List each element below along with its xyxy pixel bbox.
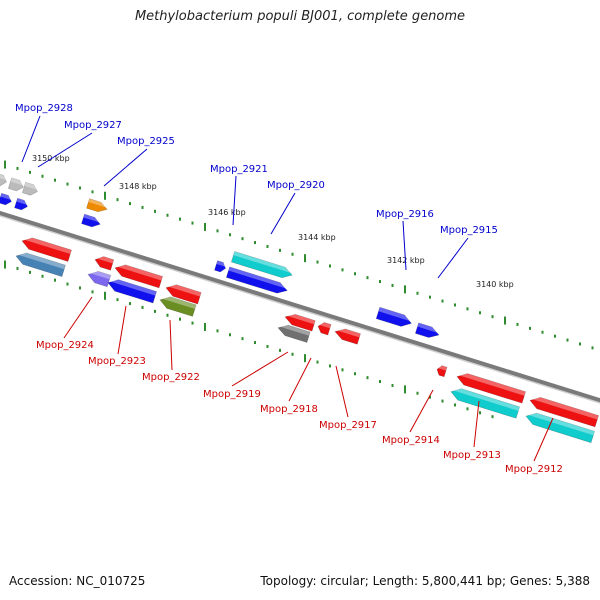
feature-reverse-gene[interactable] bbox=[86, 269, 112, 288]
gene-label[interactable]: Mpop_2924 bbox=[36, 340, 94, 351]
label-leader-line bbox=[270, 192, 296, 235]
feature-forward-gene[interactable] bbox=[414, 322, 440, 340]
feature-reverse-gene[interactable] bbox=[316, 321, 332, 336]
position-label: 3146 kbp bbox=[208, 208, 246, 217]
gene-label[interactable]: Mpop_2927 bbox=[64, 120, 122, 131]
gene-label[interactable]: Mpop_2916 bbox=[376, 209, 434, 220]
feature-reverse-gene[interactable] bbox=[106, 277, 157, 304]
genome-summary: Topology: circular; Length: 5,800,441 bp… bbox=[260, 574, 590, 588]
label-leader-line bbox=[402, 220, 407, 271]
feature-reverse-gene[interactable] bbox=[436, 365, 448, 378]
gene-label[interactable]: Mpop_2917 bbox=[319, 420, 377, 431]
label-leader-line bbox=[437, 237, 469, 279]
feature-forward-gene[interactable] bbox=[86, 198, 109, 215]
gene-label[interactable]: Mpop_2920 bbox=[267, 180, 325, 191]
gene-label[interactable]: Mpop_2919 bbox=[203, 389, 261, 400]
gene-label[interactable]: Mpop_2914 bbox=[382, 435, 440, 446]
gene-label[interactable]: Mpop_2913 bbox=[443, 450, 501, 461]
gene-label[interactable]: Mpop_2923 bbox=[88, 356, 146, 367]
position-label: 3148 kbp bbox=[119, 182, 157, 191]
feature-reverse-gene[interactable] bbox=[333, 326, 361, 345]
label-leader-line bbox=[117, 305, 127, 355]
feature-forward-fragment[interactable] bbox=[0, 172, 8, 187]
feature-forward-gene[interactable] bbox=[81, 213, 102, 229]
feature-forward-gene[interactable] bbox=[0, 192, 13, 206]
label-leader-line bbox=[169, 319, 173, 371]
label-leader-line bbox=[409, 389, 434, 433]
label-leader-line bbox=[231, 351, 289, 387]
gene-label[interactable]: Mpop_2928 bbox=[15, 103, 73, 114]
label-leader-line bbox=[335, 365, 349, 418]
position-label: 3140 kbp bbox=[476, 280, 514, 289]
feature-reverse-gene[interactable] bbox=[524, 410, 595, 444]
map-title: Methylobacterium populi BJ001, complete … bbox=[134, 9, 466, 24]
gene-labels: Mpop_2928Mpop_2927Mpop_2925Mpop_2921Mpop… bbox=[15, 103, 563, 475]
feature-forward-gene[interactable] bbox=[375, 306, 413, 329]
backbone-line bbox=[0, 210, 600, 403]
genome-backbone bbox=[0, 210, 600, 404]
feature-forward-gene[interactable] bbox=[230, 251, 293, 280]
label-leader-line bbox=[232, 175, 237, 226]
gene-label[interactable]: Mpop_2922 bbox=[142, 372, 200, 383]
feature-reverse-gene[interactable] bbox=[14, 250, 66, 277]
label-leader-line bbox=[21, 115, 41, 163]
feature-forward-gene[interactable] bbox=[225, 266, 288, 296]
gene-features bbox=[0, 172, 599, 444]
feature-forward-gene[interactable] bbox=[21, 181, 39, 197]
feature-reverse-gene[interactable] bbox=[449, 386, 520, 419]
position-label: 3144 kbp bbox=[298, 233, 336, 242]
label-leader-line bbox=[288, 357, 312, 402]
feature-reverse-gene[interactable] bbox=[528, 395, 599, 428]
feature-forward-gene[interactable] bbox=[214, 260, 228, 274]
feature-reverse-gene[interactable] bbox=[93, 254, 115, 271]
gene-label[interactable]: Mpop_2912 bbox=[505, 464, 563, 475]
feature-reverse-gene[interactable] bbox=[164, 282, 202, 305]
feature-forward-gene[interactable] bbox=[14, 197, 29, 211]
accession-label: Accession: NC_010725 bbox=[9, 574, 146, 588]
label-leader-line bbox=[63, 296, 93, 339]
feature-reverse-gene[interactable] bbox=[276, 322, 311, 343]
label-leader-line bbox=[103, 148, 148, 187]
feature-reverse-gene[interactable] bbox=[455, 371, 526, 404]
feature-reverse-gene[interactable] bbox=[20, 235, 72, 262]
feature-reverse-gene[interactable] bbox=[113, 262, 163, 289]
label-leader-line bbox=[533, 417, 554, 462]
label-leader-line bbox=[473, 400, 480, 448]
feature-reverse-gene[interactable] bbox=[158, 294, 197, 317]
feature-forward-gene[interactable] bbox=[7, 177, 25, 193]
gene-label[interactable]: Mpop_2921 bbox=[210, 164, 268, 175]
feature-reverse-gene[interactable] bbox=[283, 312, 316, 332]
label-leader-line bbox=[37, 132, 93, 168]
tick-rings bbox=[4, 160, 594, 419]
gene-label[interactable]: Mpop_2918 bbox=[260, 404, 318, 415]
gene-label[interactable]: Mpop_2915 bbox=[440, 225, 498, 236]
gene-label[interactable]: Mpop_2925 bbox=[117, 136, 175, 147]
